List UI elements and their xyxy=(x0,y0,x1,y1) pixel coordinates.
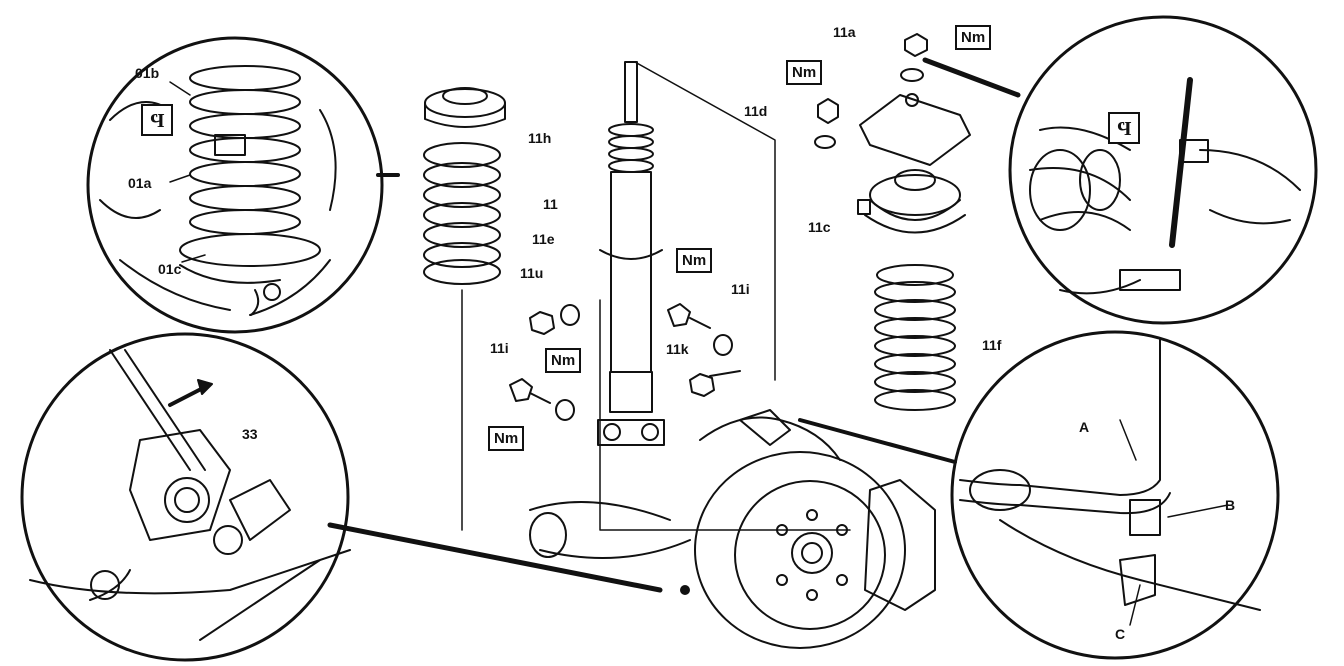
torque-icon: Nm xyxy=(786,60,823,85)
torque-icon: Nm xyxy=(488,426,525,451)
callout-01b: 01b xyxy=(135,65,160,81)
special-tool-icon: Ϥ xyxy=(141,104,173,136)
torque-icon: Nm xyxy=(955,25,992,50)
callout-11a: 11a xyxy=(833,24,856,40)
callout-01a: 01a xyxy=(128,175,152,191)
special-tool-icon: Ϥ xyxy=(1108,112,1140,144)
callout-11f: 11f xyxy=(982,337,1002,353)
spring-detail-magnifier xyxy=(86,36,400,334)
coil-spring xyxy=(423,142,501,531)
callout-11: 11 xyxy=(543,196,558,212)
spring-seat-upper xyxy=(424,87,506,128)
callout-11i-top: 11i xyxy=(731,281,750,297)
callout-a: A xyxy=(1079,419,1090,435)
callout-c: C xyxy=(1115,626,1126,642)
brake-disc-hub xyxy=(529,409,936,649)
callout-11e: 11e xyxy=(532,231,555,247)
callout-b: B xyxy=(1225,497,1236,513)
torque-icon: Nm xyxy=(545,348,582,373)
callout-11u: 11u xyxy=(520,265,544,281)
dust-boot xyxy=(874,264,956,411)
callout-11k: 11k xyxy=(666,341,689,357)
sensor-line-detail-magnifier xyxy=(798,330,1280,660)
callout-11i-left: 11i xyxy=(490,340,509,356)
callout-33: 33 xyxy=(242,426,258,442)
torque-icon: Nm xyxy=(676,248,713,273)
top-mount-assembly xyxy=(814,33,971,234)
callout-11h: 11h xyxy=(528,130,552,146)
callout-01c: 01c xyxy=(158,261,182,277)
callout-11c: 11c xyxy=(808,219,831,235)
strut-mount-detail-magnifier xyxy=(922,15,1318,325)
mount-bracket-detail-magnifier xyxy=(20,332,663,662)
shock-absorber-strut xyxy=(597,61,851,531)
spring-coils-detail xyxy=(179,65,321,316)
fastener-set xyxy=(509,303,741,421)
callout-11d: 11d xyxy=(744,103,768,119)
